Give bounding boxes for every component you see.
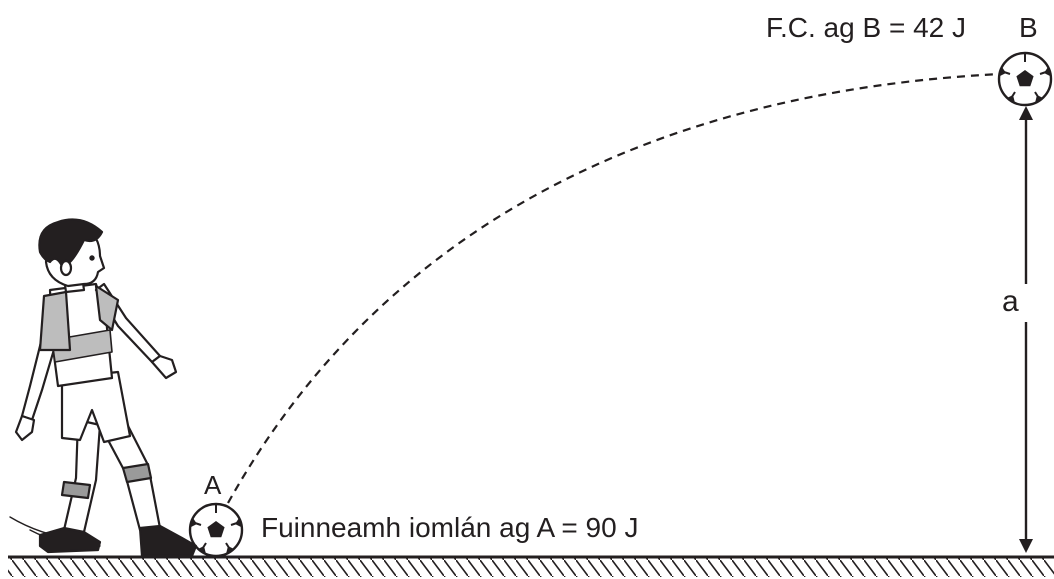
point-a-label: A	[204, 470, 222, 500]
boy-kicking-figure	[9, 218, 198, 558]
soccer-ball-icon	[188, 502, 244, 558]
height-arrow	[1019, 106, 1033, 553]
total-energy-at-a-label: Fuinneamh iomlán ag A = 90 J	[261, 512, 639, 543]
ground	[8, 555, 1054, 577]
height-label: a	[1002, 285, 1019, 318]
trajectory-dashed-path	[227, 72, 1001, 504]
point-b-label: B	[1019, 12, 1038, 43]
energy-at-b-label: F.C. ag B = 42 J	[766, 12, 966, 43]
soccer-ball-icon	[997, 51, 1053, 107]
